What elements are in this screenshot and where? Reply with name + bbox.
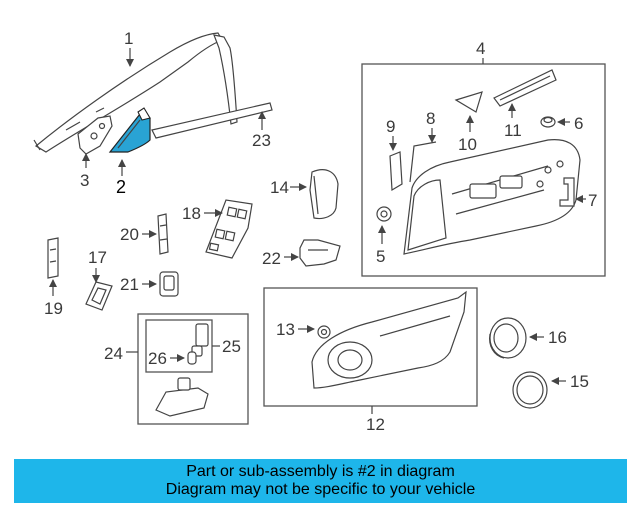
part-19-switch (47, 237, 59, 279)
part-14-cover (309, 169, 339, 220)
part-12-lower-panel (311, 290, 467, 389)
part-4-door-panel (403, 139, 581, 255)
banner-line-1: Part or sub-assembly is #2 in diagram (186, 463, 455, 480)
part-9-strip (389, 151, 403, 192)
part-25-lamp-socket (191, 323, 209, 357)
callout-1: 1 (124, 29, 133, 48)
callout-9: 9 (386, 117, 395, 136)
banner-line-2: Diagram may not be specific to your vehi… (165, 481, 476, 498)
part-1-windshield-molding (33, 32, 238, 153)
callout-2: 2 (116, 177, 126, 197)
callout-16: 16 (548, 328, 567, 347)
part-24-courtesy-lamp (155, 377, 209, 417)
part-17-bezel (85, 281, 113, 311)
part-11-trim-strip (493, 69, 557, 107)
callout-25: 25 (222, 337, 241, 356)
part-10-wedge-trim (454, 91, 483, 113)
part-21-button (159, 271, 179, 297)
callout-17: 17 (88, 248, 107, 267)
callout-5: 5 (376, 247, 385, 266)
part-15-seal-ring (512, 371, 548, 409)
part-6-grommet (540, 116, 556, 128)
info-banner: Part or sub-assembly is #2 in diagram Di… (14, 459, 627, 503)
callout-3: 3 (80, 171, 89, 190)
callout-14: 14 (270, 178, 289, 197)
callout-20: 20 (120, 225, 139, 244)
part-16-speaker-ring (489, 317, 527, 359)
part-8-rod (409, 141, 437, 183)
callout-13: 13 (276, 320, 295, 339)
callout-24: 24 (104, 344, 123, 363)
callout-23: 23 (252, 131, 271, 150)
callout-19: 19 (44, 299, 63, 318)
callout-11: 11 (504, 121, 522, 140)
callout-6: 6 (574, 114, 583, 133)
callout-8: 8 (426, 109, 435, 128)
callout-22: 22 (262, 249, 281, 268)
callout-10: 10 (458, 135, 477, 154)
part-20-switch (157, 213, 169, 255)
callout-12: 12 (366, 415, 385, 434)
callout-15: 15 (570, 372, 589, 391)
part-23-belt-molding (151, 102, 273, 139)
part-7-bracket (559, 177, 575, 207)
part-18-switch-panel (205, 199, 253, 259)
part-5-clip (376, 206, 392, 222)
callout-26: 26 (148, 349, 167, 368)
callout-21: 21 (120, 275, 139, 294)
part-2-sail-panel-highlighted (108, 107, 151, 153)
callout-18: 18 (182, 204, 201, 223)
part-13-clip (317, 325, 331, 339)
parts-diagram: 1 2 3 23 4 5 (33, 29, 606, 434)
callout-4: 4 (476, 39, 485, 58)
part-3-bracket (77, 115, 113, 155)
part-26-bulb (187, 351, 197, 365)
callout-7: 7 (588, 191, 597, 210)
part-22-handle (299, 239, 341, 267)
